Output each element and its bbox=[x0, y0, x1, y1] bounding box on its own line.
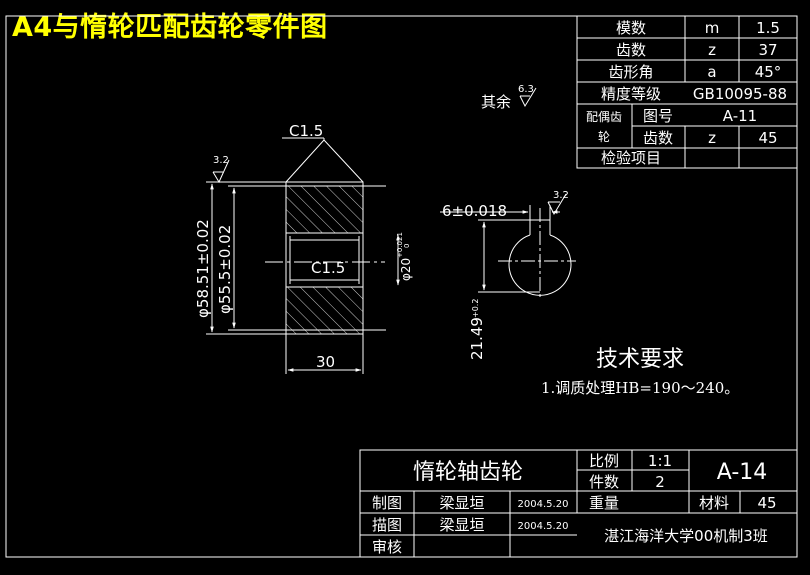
param-label-teeth: 齿数 bbox=[616, 41, 646, 59]
title-material-value: 45 bbox=[757, 494, 776, 512]
keyway-view bbox=[440, 193, 576, 300]
dia-bore-label: φ20 bbox=[399, 258, 413, 281]
param-value-pressure-angle: 45° bbox=[755, 63, 782, 81]
keyway-width-label: 6±0.018 bbox=[442, 202, 507, 220]
chamfer-top-label: C1.5 bbox=[289, 122, 323, 140]
title-scale-value: 1:1 bbox=[648, 452, 672, 470]
title-check-label: 审核 bbox=[372, 538, 402, 556]
param-value-mating-teeth: 45 bbox=[758, 129, 777, 147]
keyway-depth-tol: +0.2 bbox=[471, 299, 480, 318]
gear-section-view bbox=[206, 137, 400, 374]
title-weight-label: 重量 bbox=[589, 494, 619, 512]
dia-bore-tol-upper: +0.021 bbox=[396, 232, 404, 258]
title-organization: 湛江海洋大学00机制3班 bbox=[604, 527, 768, 545]
title-traced-label: 描图 bbox=[372, 516, 402, 534]
param-symbol-mating-teeth: z bbox=[708, 129, 716, 147]
keyway-roughness-value: 3.2 bbox=[553, 190, 569, 201]
rest-roughness-icon bbox=[519, 87, 537, 108]
title-drawn-label: 制图 bbox=[372, 494, 402, 512]
chamfer-bore-label: C1.5 bbox=[311, 259, 345, 277]
dia-pitch-label: φ55.5±0.02 bbox=[216, 225, 234, 314]
param-label-drawing-no: 图号 bbox=[643, 107, 673, 125]
title-block bbox=[359, 449, 798, 558]
param-symbol-module: m bbox=[705, 19, 720, 37]
param-value-teeth: 37 bbox=[758, 41, 777, 59]
param-symbol-teeth: z bbox=[708, 41, 716, 59]
title-material-label: 材料 bbox=[699, 494, 729, 512]
title-drawn-date: 2004.5.20 bbox=[518, 499, 569, 510]
param-label-accuracy: 精度等级 bbox=[601, 85, 661, 103]
param-value-drawing-no: A-11 bbox=[723, 107, 757, 125]
title-drawing-no: A-14 bbox=[717, 460, 768, 485]
param-table-text: 模数 m 1.5 齿数 z 37 齿形角 a 45° 精度等级 GB10095-… bbox=[586, 19, 787, 167]
param-label-mating-teeth: 齿数 bbox=[643, 129, 673, 147]
left-roughness-value: 3.2 bbox=[213, 155, 229, 166]
drawing-border bbox=[5, 15, 798, 558]
param-value-module: 1.5 bbox=[756, 19, 780, 37]
tech-requirements-title: 技术要求 bbox=[596, 347, 684, 372]
title-part-name: 惰轮轴齿轮 bbox=[413, 460, 523, 485]
param-label-pressure-angle: 齿形角 bbox=[608, 63, 653, 81]
page-title: A4与惰轮匹配齿轮零件图 bbox=[12, 12, 328, 43]
title-traced-date: 2004.5.20 bbox=[518, 521, 569, 532]
param-symbol-pressure-angle: a bbox=[707, 63, 716, 81]
tech-requirement-item: 1.调质处理HB=190～240。 bbox=[541, 379, 739, 397]
param-label-inspection: 检验项目 bbox=[601, 149, 661, 167]
dia-outer-label: φ58.51±0.02 bbox=[194, 219, 212, 318]
param-value-accuracy: GB10095-88 bbox=[693, 85, 787, 103]
title-traced-by: 梁显垣 bbox=[439, 516, 484, 534]
title-qty-label: 件数 bbox=[589, 473, 619, 491]
width-label: 30 bbox=[316, 353, 335, 371]
title-qty-value: 2 bbox=[655, 473, 665, 491]
rest-roughness-label: 其余 bbox=[481, 93, 511, 111]
title-drawn-by: 梁显垣 bbox=[439, 494, 484, 512]
dia-bore-tol-lower: 0 bbox=[403, 244, 411, 248]
keyway-depth-label: 21.49 bbox=[468, 317, 486, 360]
param-table bbox=[576, 15, 798, 169]
param-group-mating-top: 配偶齿 bbox=[586, 110, 622, 124]
param-group-mating-bottom: 轮 bbox=[598, 130, 610, 144]
title-scale-label: 比例 bbox=[589, 452, 619, 470]
param-label-module: 模数 bbox=[616, 19, 646, 37]
rest-roughness-value: 6.3 bbox=[518, 84, 534, 95]
